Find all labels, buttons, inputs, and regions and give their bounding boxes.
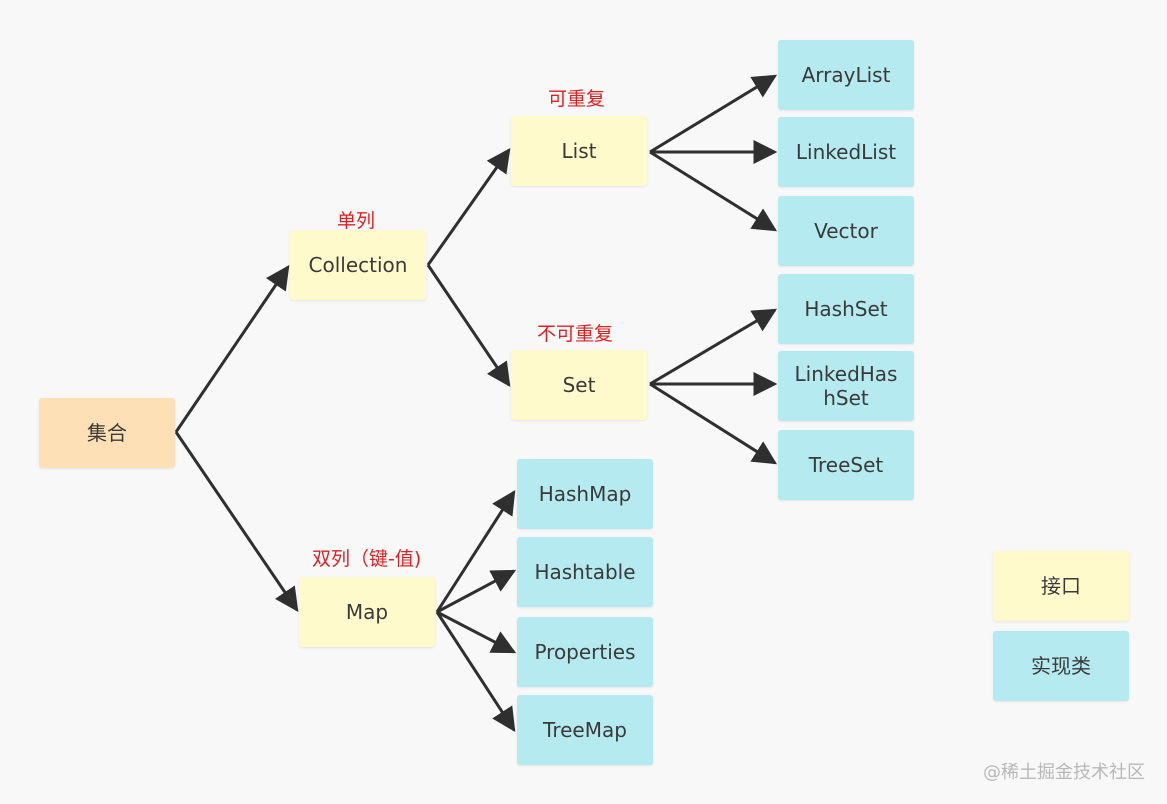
node-vector: Vector: [778, 196, 914, 266]
arrow-root-map: [174, 431, 299, 612]
node-linkedhashset-text: LinkedHas hSet: [794, 362, 898, 410]
node-hashset-text: HashSet: [804, 297, 888, 321]
node-treemap: TreeMap: [517, 695, 653, 765]
arrow-map-hashmap: [435, 489, 516, 613]
node-arraylist: ArrayList: [778, 40, 914, 110]
node-list-text: List: [561, 139, 597, 163]
node-list: List: [511, 116, 647, 186]
node-vector-text: Vector: [814, 219, 878, 243]
legend-interface-text: 接口: [1041, 574, 1081, 598]
arrow-root-collection: [174, 265, 290, 433]
arrow-list-arraylist: [649, 74, 778, 154]
arrow-set-hashset: [649, 308, 778, 386]
node-set-text: Set: [562, 373, 596, 397]
node-arraylist-text: ArrayList: [801, 63, 891, 87]
node-hashmap: HashMap: [517, 459, 653, 529]
arrow-list-vector: [649, 150, 778, 232]
node-treemap-text: TreeMap: [543, 718, 627, 742]
node-hashtable-text: Hashtable: [534, 560, 636, 584]
node-linkedlist-text: LinkedList: [795, 140, 897, 164]
node-collection: Collection: [290, 230, 426, 300]
node-treeset-text: TreeSet: [808, 453, 884, 477]
node-collection-text: Collection: [308, 253, 408, 277]
arrow-map-properties: [436, 610, 517, 654]
label-list: 可重复: [548, 88, 606, 110]
arrow-collection-list: [426, 148, 511, 266]
legend-implementation-text: 实现类: [1031, 654, 1091, 678]
node-properties: Properties: [517, 617, 653, 687]
node-properties-text: Properties: [534, 640, 636, 664]
node-root: 集合: [39, 398, 175, 468]
arrow-collection-set: [426, 264, 511, 387]
node-hashmap-text: HashMap: [538, 482, 632, 506]
node-set: Set: [511, 350, 647, 420]
node-linkedlist: LinkedList: [778, 117, 914, 187]
label-collection: 单列: [337, 210, 376, 232]
node-linkedhashset: LinkedHas hSet: [778, 351, 914, 421]
arrow-map-treemap: [435, 611, 516, 733]
legend-interface: 接口: [993, 551, 1129, 621]
node-map: Map: [299, 577, 435, 647]
arrow-set-treeset: [649, 382, 778, 465]
node-root-text: 集合: [87, 421, 127, 445]
label-map: 双列（键-值): [312, 548, 422, 570]
watermark: @稀土掘金技术社区: [983, 762, 1145, 783]
node-treeset: TreeSet: [778, 430, 914, 500]
legend-implementation: 实现类: [993, 631, 1129, 701]
arrow-map-hashtable: [436, 569, 517, 614]
node-hashset: HashSet: [778, 274, 914, 344]
node-map-text: Map: [345, 600, 389, 624]
node-hashtable: Hashtable: [517, 537, 653, 607]
label-set: 不可重复: [537, 323, 614, 345]
